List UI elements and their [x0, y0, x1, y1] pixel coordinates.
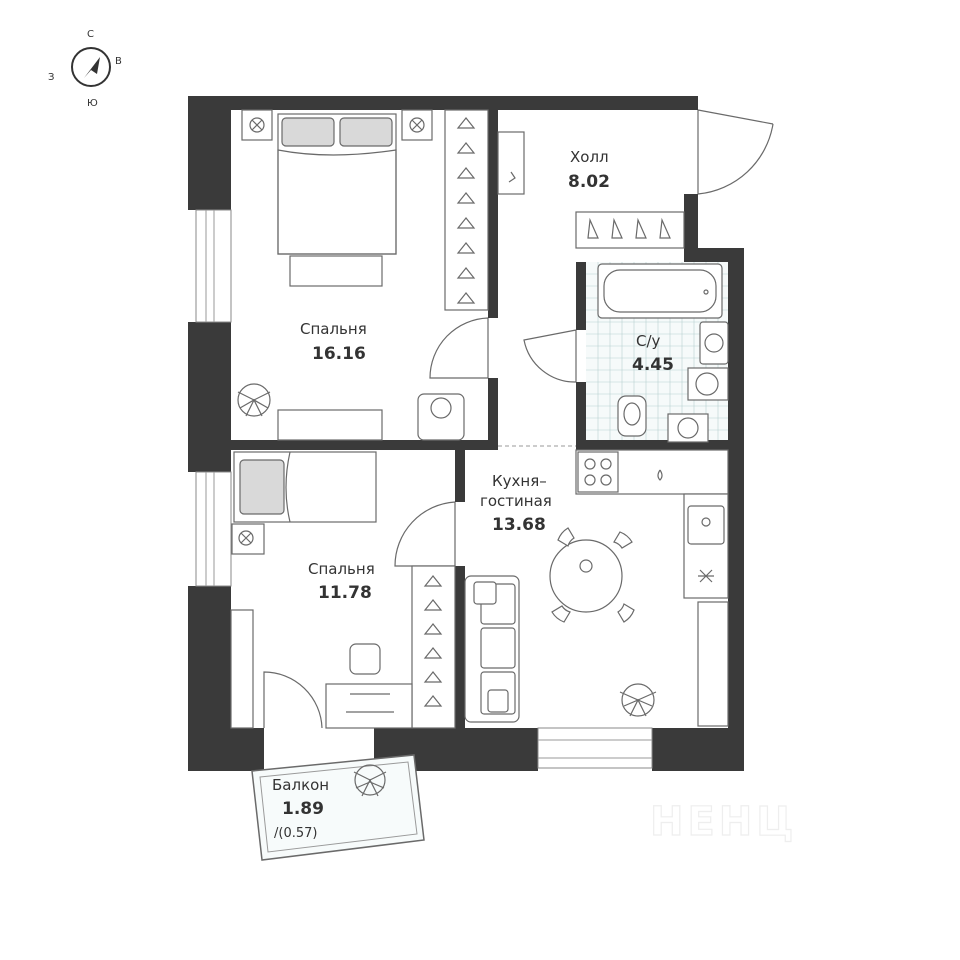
hall-name: Холл: [570, 148, 609, 166]
compass-west-label: З: [48, 72, 54, 83]
bedroom-large-name: Спальня: [300, 320, 367, 338]
toilet: [617, 395, 647, 437]
doors: [263, 109, 774, 729]
room-labels: Холл 8.02 Спальня 16.16 С/у 4.45 Кухня– …: [272, 148, 674, 841]
chair-bedroom-small: [349, 643, 381, 675]
plant-balcony: [353, 764, 387, 797]
windows: [195, 209, 653, 769]
kitchen-living-area: 13.68: [492, 515, 546, 535]
bedroom-large-area: 16.16: [312, 344, 366, 364]
dining-table: [549, 527, 635, 623]
nightstand-right: [401, 109, 433, 141]
balcony-name: Балкон: [272, 776, 329, 794]
compass: С В Ю З: [48, 29, 122, 109]
wardrobe-bedroom-large: [444, 109, 489, 311]
compass-ring: [71, 47, 111, 87]
bedroom-large-furniture: [237, 109, 489, 441]
plant-kitchen: [619, 683, 657, 717]
bathroom-fixtures: [597, 263, 729, 443]
kitchen-sink: [687, 505, 725, 545]
hall-shoe-shelf: [497, 131, 525, 195]
door-bedroom-large: [429, 317, 489, 379]
balcony: [251, 754, 425, 861]
bathroom-name: С/у: [636, 332, 661, 350]
bathtub: [597, 263, 723, 319]
balcony-outline: [251, 754, 425, 861]
boiler: [667, 413, 709, 443]
cooktop: [577, 451, 619, 493]
desk-bedroom-small: [325, 683, 413, 729]
wardrobe-bedroom-small: [411, 565, 456, 729]
nightstand-left: [241, 109, 273, 141]
door-entrance: [697, 110, 774, 195]
compass-east-label: В: [115, 56, 122, 67]
plant-bedroom-large: [237, 383, 271, 417]
bedroom-small-furniture: [230, 451, 456, 729]
door-bedroom-small: [394, 501, 456, 567]
chair-bedroom-large: [417, 393, 465, 441]
window-kitchen: [537, 727, 653, 769]
kitchen-living-name-line2: гостиная: [480, 492, 552, 510]
compass-north-label: С: [87, 29, 94, 40]
balcony-coefficient: /(0.57): [274, 826, 317, 841]
watermark: НЕНЦ: [650, 799, 797, 845]
sofa: [464, 575, 520, 723]
bathroom-area: 4.45: [632, 355, 674, 375]
kitchen-living-name-line1: Кухня–: [492, 472, 547, 490]
desk-bedroom-large: [277, 409, 383, 441]
compass-arrow-icon: [84, 57, 100, 78]
bathroom-sink: [699, 321, 729, 365]
kitchen-furniture: [353, 449, 729, 797]
fridge: [697, 601, 729, 727]
bedroom-small-name: Спальня: [308, 560, 375, 578]
walls: [188, 96, 744, 771]
bedroom-small-area: 11.78: [318, 583, 372, 603]
hall-area: 8.02: [568, 172, 610, 192]
shelf-bedroom-small: [230, 609, 254, 729]
compass-south-label: Ю: [87, 98, 98, 109]
balcony-area: 1.89: [282, 799, 324, 819]
door-bathroom: [523, 329, 577, 383]
nightstand-small: [231, 523, 265, 555]
door-balcony: [263, 671, 323, 729]
hall-wardrobe: [497, 131, 685, 249]
